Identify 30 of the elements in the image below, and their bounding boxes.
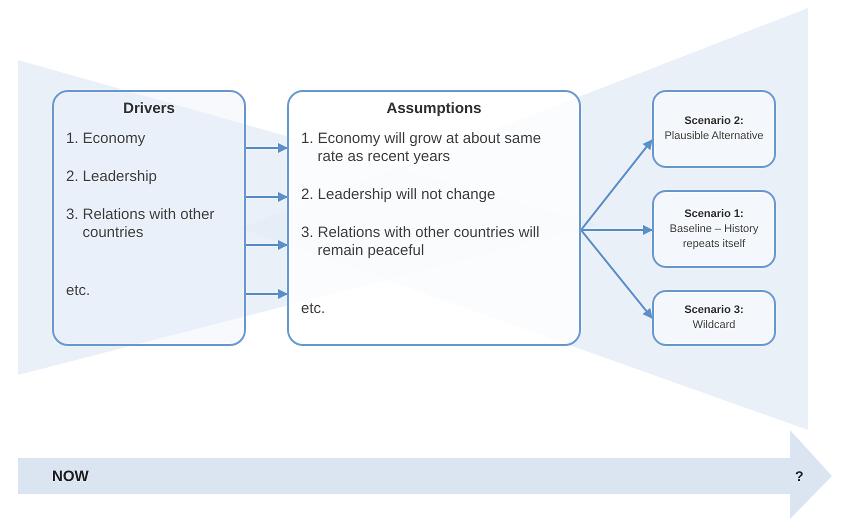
box-heading: Assumptions xyxy=(386,100,482,118)
list-item: 3. Relations with other countries will remain peaceful xyxy=(301,224,540,260)
list-item: 2. Leadership will not change xyxy=(301,186,496,204)
list-item: 3. Relations with other countries xyxy=(66,206,216,242)
timeline-label: ? xyxy=(795,467,804,486)
list-item: 2. Leadership xyxy=(66,168,158,186)
list-item: 1. Economy will grow at about same rate as recent years xyxy=(301,130,542,166)
arrow xyxy=(246,240,288,250)
scenario-title: Scenario 2: xyxy=(684,114,744,129)
arrow xyxy=(246,192,288,202)
assumptions-box xyxy=(287,90,581,346)
scenario-title: Scenario 3: xyxy=(684,303,744,318)
scenario-description: Plausible Alternative xyxy=(664,129,764,144)
scenario-title: Scenario 1: xyxy=(684,206,744,222)
arrow xyxy=(580,229,653,319)
list-item: 1. Economy xyxy=(66,130,146,148)
scenario-description: Wildcard xyxy=(692,318,736,333)
scenario-box xyxy=(652,190,776,268)
arrow xyxy=(581,225,653,235)
arrow xyxy=(246,289,288,299)
scenario-box xyxy=(652,290,776,346)
scenario-description: Baseline – History repeats itself xyxy=(668,222,760,252)
list-item: etc. xyxy=(301,300,326,318)
box-heading: Drivers xyxy=(123,100,175,118)
arrow xyxy=(246,143,288,153)
list-item: etc. xyxy=(66,282,92,300)
scenario-box xyxy=(652,90,776,168)
arrow xyxy=(580,139,653,231)
timeline-label: NOW xyxy=(52,467,89,487)
drivers-box xyxy=(52,90,246,346)
